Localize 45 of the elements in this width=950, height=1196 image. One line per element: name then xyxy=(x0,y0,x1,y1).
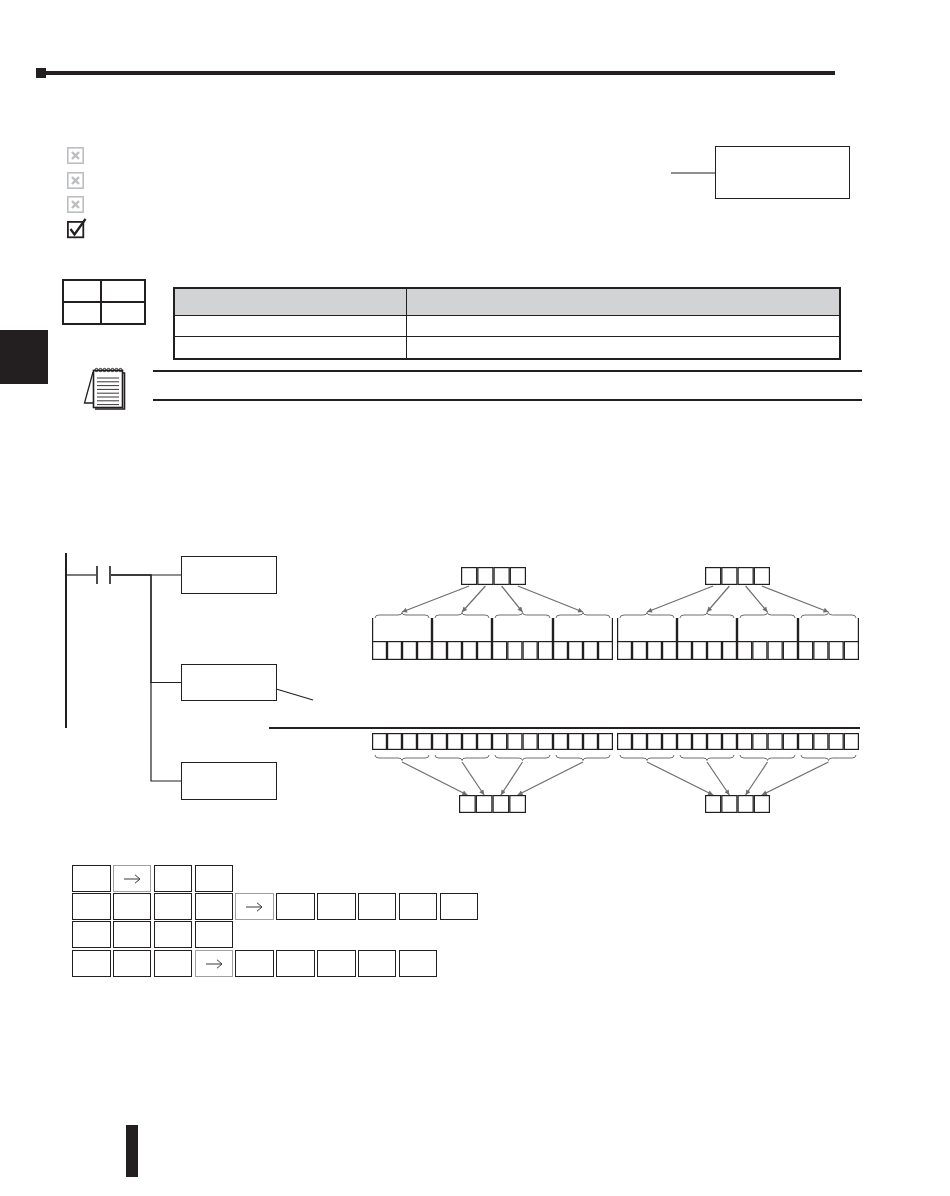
bit-group xyxy=(617,612,677,660)
leader-line xyxy=(670,172,716,174)
arrow xyxy=(401,585,470,613)
arrow xyxy=(745,761,769,796)
arrow xyxy=(761,585,830,613)
bit-group xyxy=(677,612,737,660)
bit-group xyxy=(553,733,613,761)
bit-group xyxy=(432,612,492,660)
arrow xyxy=(461,761,485,796)
arrow xyxy=(401,761,468,796)
arrow xyxy=(517,761,584,796)
instruction-box xyxy=(181,556,277,594)
arrow xyxy=(646,761,714,796)
bit-group xyxy=(372,733,432,761)
bit-group xyxy=(617,733,677,761)
leader-line xyxy=(276,688,314,701)
arrow xyxy=(646,585,714,613)
callout-box xyxy=(715,146,850,199)
bit-group xyxy=(737,612,798,660)
bit-group xyxy=(492,733,553,761)
bit-group xyxy=(432,733,492,761)
digit-box xyxy=(705,567,770,585)
bit-group xyxy=(492,612,553,660)
digit-box xyxy=(459,795,526,813)
arrow xyxy=(517,585,584,613)
bit-group xyxy=(677,733,737,761)
arrow xyxy=(501,585,524,613)
arrow xyxy=(706,585,730,613)
digit-box xyxy=(705,795,770,813)
arrow xyxy=(500,761,524,796)
instruction-box xyxy=(181,664,277,701)
bit-group xyxy=(798,612,859,660)
contact-symbol xyxy=(96,566,111,584)
bit-group xyxy=(737,733,798,761)
arrow xyxy=(745,585,769,613)
connector-line xyxy=(110,574,182,782)
bit-group xyxy=(372,612,432,660)
bit-group xyxy=(553,612,613,660)
arrow xyxy=(461,585,486,613)
bit-group xyxy=(798,733,859,761)
instruction-box xyxy=(181,762,277,800)
arrow xyxy=(761,761,830,796)
arrow xyxy=(706,761,730,796)
digit-box xyxy=(461,567,526,585)
connector-line xyxy=(66,574,97,576)
